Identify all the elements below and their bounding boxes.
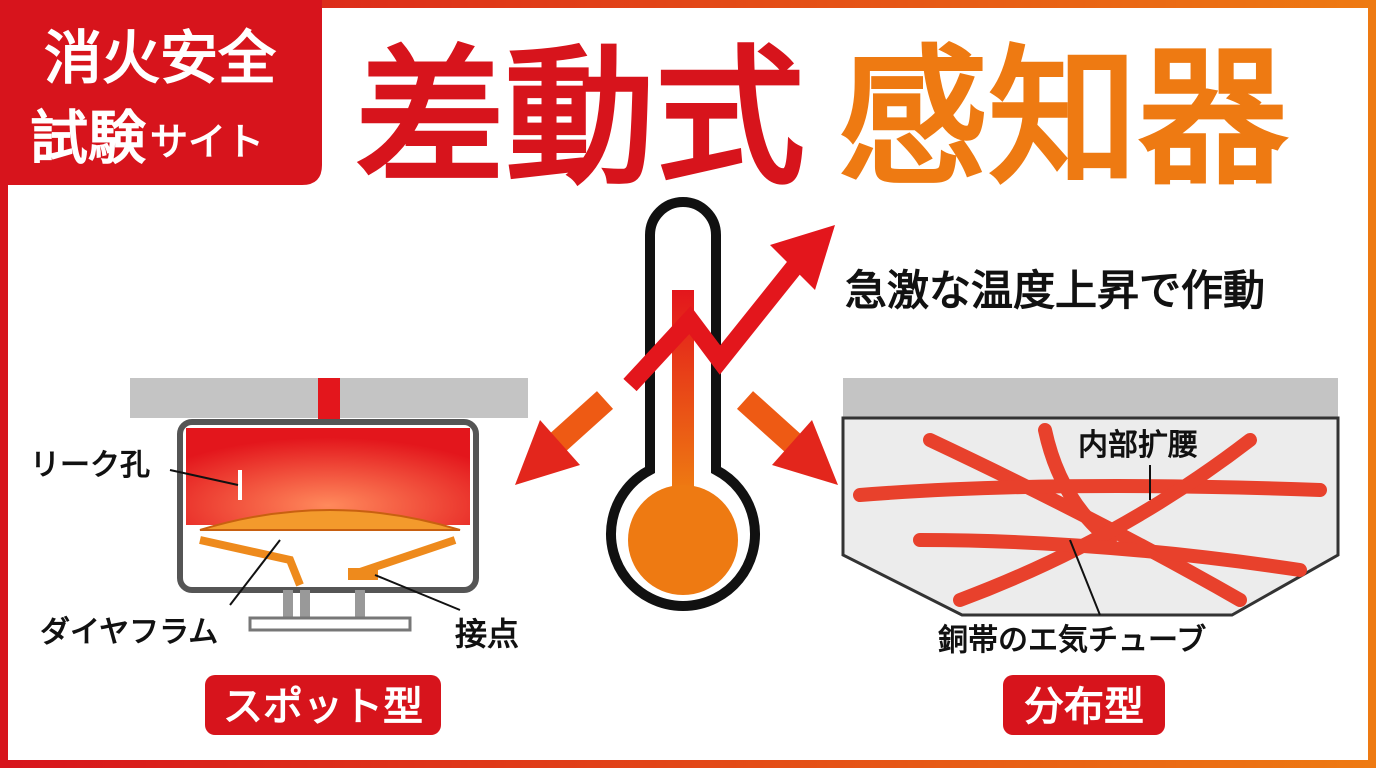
spot-type-label: スポット型 [223, 684, 423, 730]
distributed-type-label: 分布型 [1024, 684, 1144, 730]
internal-expansion-label: 内部扩腰 [1078, 428, 1198, 463]
spot-detector-diagram [130, 378, 528, 632]
title-part2: 感知器 [838, 32, 1289, 206]
thermometer-icon [606, 197, 760, 611]
contact-label: 接点 [455, 615, 519, 653]
air-tube-icon [853, 423, 1327, 607]
badge-line2-main: 試験 [30, 104, 147, 172]
badge-line1: 消火安全 [44, 24, 277, 92]
temperature-rise-arrow-icon [623, 225, 835, 392]
distributed-type-badge [1003, 675, 1165, 735]
distributed-detector-diagram [841, 378, 1340, 617]
badge-line2-small: サイト [150, 120, 264, 164]
diaphragm-label: ダイヤフラム [40, 615, 218, 650]
arrow-right-icon [736, 391, 838, 485]
site-badge: 消火安全 試験 サイト [0, 0, 322, 185]
arrow-left-icon [515, 391, 614, 485]
spot-type-badge [205, 675, 441, 735]
leak-hole-label: リーク孔 [30, 448, 150, 483]
title-part1: 差動式 [355, 32, 805, 206]
caption-text: 急激な温度上昇で作動 [845, 266, 1265, 315]
air-tube-label: 銅帯のエ気チューブ [938, 623, 1206, 658]
